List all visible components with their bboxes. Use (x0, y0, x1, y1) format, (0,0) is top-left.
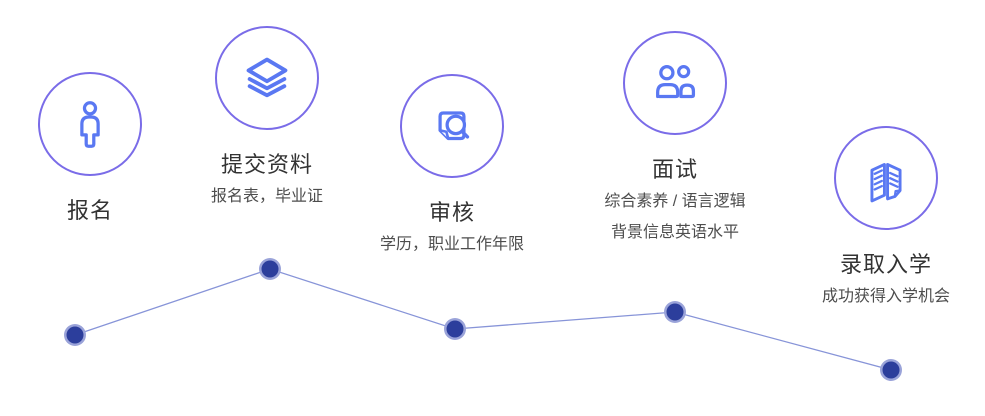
person-icon (80, 101, 100, 148)
step-registration: 报名 (20, 72, 160, 226)
timeline-dot (666, 303, 684, 321)
step-subtitle: 学历，职业工作年限 (379, 236, 524, 253)
step-icon-circle (834, 126, 938, 230)
step-title: 报名 (66, 198, 113, 223)
step-icon-circle (623, 31, 727, 135)
people-icon (656, 65, 696, 99)
step-title: 录取入学 (839, 252, 932, 277)
step-icon-circle (38, 72, 142, 176)
step-admission: 录取入学 成功获得入学机会 (776, 126, 985, 308)
timeline-dot (882, 361, 900, 379)
step-title: 审核 (428, 200, 475, 225)
step-subtitle: 成功获得入学机会 (821, 288, 950, 305)
timeline-dot (261, 260, 279, 278)
timeline-dot (446, 320, 464, 338)
step-title: 面试 (651, 157, 698, 182)
document-search-icon (438, 111, 470, 141)
timeline-line (74, 268, 892, 371)
step-subtitle: 背景信息英语水平 (610, 224, 739, 241)
step-review: 审核 学历，职业工作年限 (352, 74, 552, 256)
step-subtitle: 报名表，毕业证 (210, 188, 323, 205)
step-subtitle: 综合素养 / 语言逻辑 (604, 193, 746, 210)
step-icon-circle (400, 74, 504, 178)
step-submit-materials: 提交资料 报名表，毕业证 (177, 26, 357, 208)
step-icon-circle (215, 26, 319, 130)
timeline-dot (66, 326, 84, 344)
open-book-icon (870, 163, 902, 203)
layers-icon (246, 57, 288, 98)
step-interview: 面试 综合素养 / 语言逻辑 背景信息英语水平 (565, 31, 785, 244)
step-title: 提交资料 (220, 152, 313, 177)
